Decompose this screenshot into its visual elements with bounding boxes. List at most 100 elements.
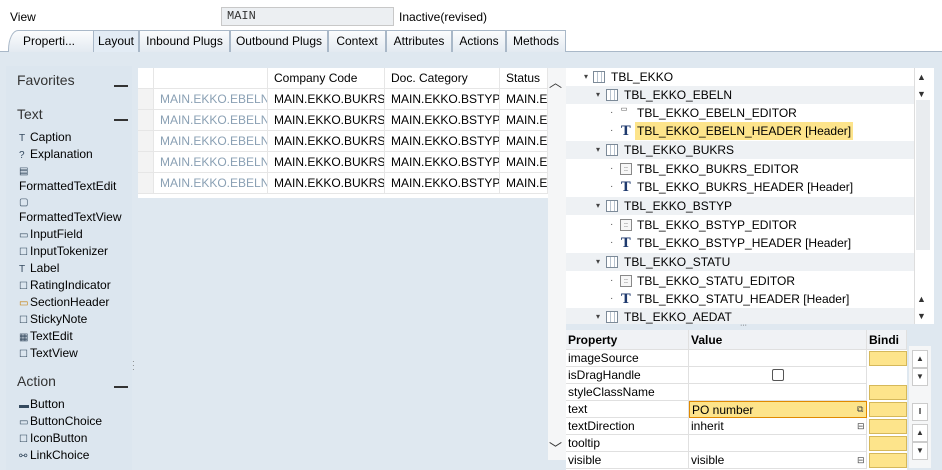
expand-toggle-icon[interactable]: ▾ xyxy=(596,201,601,210)
splitter-handle-icon[interactable]: ··· xyxy=(740,322,747,329)
tree-node-tbl-ekko-statu-editor[interactable]: · :: TBL_EKKO_STATU_EDITOR xyxy=(610,274,796,288)
expand-toggle-icon[interactable]: ▾ xyxy=(584,72,589,81)
property-value-styleclassname[interactable] xyxy=(689,384,867,401)
tree-node-tbl-ekko-ebeln-editor[interactable]: · ▭ TBL_EKKO_EBELN_EDITOR xyxy=(610,106,797,120)
row-selector[interactable] xyxy=(138,131,154,152)
palette-item-formattedtextedit-label[interactable]: FormattedTextEdit xyxy=(19,179,117,193)
tree-node-tbl-ekko-bstyp-header[interactable]: · T TBL_EKKO_BSTYP_HEADER [Header] xyxy=(610,236,852,251)
binding-button[interactable] xyxy=(869,436,907,451)
tab-outbound-plugs[interactable]: Outbound Plugs xyxy=(230,30,328,52)
expand-toggle-icon[interactable]: ▾ xyxy=(596,90,601,99)
palette-item-formattedtextview-label[interactable]: FormattedTextView xyxy=(19,210,122,224)
tree-node-tbl-ekko-statu[interactable]: ▾ TBL_EKKO_STATU xyxy=(566,253,914,271)
table-cell[interactable]: MAIN.EKKO.EBELN xyxy=(154,89,268,110)
table-cell[interactable]: MAIN.EKKO.BSTYP xyxy=(385,152,500,173)
table-cell[interactable]: MAIN.EKKO.EBELN xyxy=(154,131,268,152)
table-cell[interactable]: MAIN.EKKO.EBELN xyxy=(154,110,268,131)
tree-node-tbl-ekko-bukrs-editor[interactable]: · :: TBL_EKKO_BUKRS_EDITOR xyxy=(610,162,799,176)
binding-button[interactable] xyxy=(869,385,907,400)
scroll-down-icon[interactable]: ▼ xyxy=(912,442,928,460)
scroll-up-icon[interactable]: ▲ xyxy=(917,294,926,304)
column-header-ebeln[interactable] xyxy=(154,68,268,89)
table-cell[interactable]: MAIN.EKKO.BUKRS xyxy=(268,110,385,131)
row-selector[interactable] xyxy=(138,89,154,110)
palette-item-iconbutton[interactable]: ☐IconButton xyxy=(19,431,88,445)
table-cell[interactable]: MAIN.EKKO.BSTYP xyxy=(385,89,500,110)
table-cell[interactable]: MAIN.EKKO.STATU xyxy=(500,110,548,131)
collapse-favorites-icon[interactable] xyxy=(114,85,128,87)
palette-item-inputfield[interactable]: ▭InputField xyxy=(19,227,83,241)
palette-item-textview[interactable]: ☐TextView xyxy=(19,346,78,360)
palette-item-explanation[interactable]: ?Explanation xyxy=(19,147,93,161)
property-column-header[interactable]: Property xyxy=(566,330,689,350)
binding-button[interactable] xyxy=(869,453,907,468)
column-header-status[interactable]: Status xyxy=(500,68,548,89)
property-value-visible[interactable]: visible xyxy=(689,452,867,469)
scroll-down-icon[interactable]: ﹀ xyxy=(549,441,563,456)
table-cell[interactable]: MAIN.EKKO.STATU xyxy=(500,131,548,152)
tree-node-tbl-ekko-ebeln-header[interactable]: · T TBL_EKKO_EBELN_HEADER [Header] xyxy=(610,122,854,140)
scroll-down-icon[interactable]: ▼ xyxy=(917,311,926,321)
palette-section-text[interactable]: Text xyxy=(17,106,43,122)
palette-item-formattedtextedit[interactable]: ▤ xyxy=(19,163,30,177)
scroll-up-icon[interactable]: ︿ xyxy=(549,75,563,90)
palette-section-action[interactable]: Action xyxy=(17,373,56,389)
property-value-text-input[interactable]: PO number xyxy=(689,401,867,418)
tree-node-tbl-ekko[interactable]: ▾ TBL_EKKO xyxy=(584,70,674,84)
table-cell[interactable]: MAIN.EKKO.STATU xyxy=(500,89,548,110)
binding-button[interactable] xyxy=(869,351,907,366)
expand-toggle-icon[interactable]: ▾ xyxy=(596,257,601,266)
tree-node-tbl-ekko-aedat[interactable]: ▾ TBL_EKKO_AEDAT xyxy=(566,308,914,324)
tab-context[interactable]: Context xyxy=(328,30,386,52)
palette-item-buttonchoice[interactable]: ▭ButtonChoice xyxy=(19,414,103,428)
table-cell[interactable]: MAIN.EKKO.BSTYP xyxy=(385,131,500,152)
table-cell[interactable]: MAIN.EKKO.BUKRS xyxy=(268,152,385,173)
tree-node-tbl-ekko-bukrs-header[interactable]: · T TBL_EKKO_BUKRS_HEADER [Header] xyxy=(610,180,854,195)
edit-value-icon[interactable]: ⧉ xyxy=(857,404,864,414)
scroll-down-icon[interactable]: ▼ xyxy=(912,368,928,386)
value-help-icon[interactable]: ⊟ xyxy=(857,455,865,465)
expand-toggle-icon[interactable]: ▾ xyxy=(596,145,601,154)
scroll-down-icon[interactable]: ▼ xyxy=(917,89,926,99)
binding-column-header[interactable]: Bindi xyxy=(867,330,907,350)
scroll-up-icon[interactable]: ▲ xyxy=(912,350,928,368)
expand-toggle-icon[interactable]: ▾ xyxy=(596,312,601,321)
tree-node-tbl-ekko-ebeln[interactable]: ▾ TBL_EKKO_EBELN xyxy=(566,86,914,104)
palette-splitter-handle[interactable]: ··· xyxy=(132,357,135,374)
tree-node-tbl-ekko-bstyp-editor[interactable]: · :: TBL_EKKO_BSTYP_EDITOR xyxy=(610,218,797,232)
table-cell[interactable]: MAIN.EKKO.BSTYP xyxy=(385,110,500,131)
tab-attributes[interactable]: Attributes xyxy=(386,30,452,52)
scroll-up-icon[interactable]: ▲ xyxy=(912,424,928,442)
palette-item-linkchoice[interactable]: ⚯LinkChoice xyxy=(19,448,90,462)
column-header-doc-category[interactable]: Doc. Category xyxy=(385,68,500,89)
tab-layout[interactable]: Layout xyxy=(93,30,139,52)
palette-item-sectionheader[interactable]: ▭SectionHeader xyxy=(19,295,110,309)
column-header-company-code[interactable]: Company Code xyxy=(268,68,385,89)
table-cell[interactable]: MAIN.EKKO.STATU xyxy=(500,173,548,194)
scroll-page-icon[interactable]: ‖ xyxy=(912,403,928,421)
table-cell[interactable]: MAIN.EKKO.BUKRS xyxy=(268,89,385,110)
row-selector[interactable] xyxy=(138,152,154,173)
tree-node-tbl-ekko-bukrs[interactable]: ▾ TBL_EKKO_BUKRS xyxy=(566,141,914,159)
palette-item-textedit[interactable]: ▦TextEdit xyxy=(19,329,73,343)
collapse-action-icon[interactable] xyxy=(114,386,128,388)
table-cell[interactable]: MAIN.EKKO.BUKRS xyxy=(268,173,385,194)
row-selector[interactable] xyxy=(138,173,154,194)
table-cell[interactable]: MAIN.EKKO.STATU xyxy=(500,152,548,173)
property-value-tooltip[interactable] xyxy=(689,435,867,452)
palette-item-ratingindicator[interactable]: ☐RatingIndicator xyxy=(19,278,111,292)
tab-properties[interactable]: Properti... xyxy=(8,30,94,52)
table-cell[interactable]: MAIN.EKKO.BSTYP xyxy=(385,173,500,194)
value-column-header[interactable]: Value xyxy=(689,330,867,350)
isdraghandle-checkbox[interactable] xyxy=(772,369,784,381)
property-value-textdirection[interactable]: inherit xyxy=(689,418,867,435)
palette-item-button[interactable]: ▬Button xyxy=(19,397,65,411)
row-selector[interactable] xyxy=(138,110,154,131)
tab-inbound-plugs[interactable]: Inbound Plugs xyxy=(139,30,230,52)
layout-scrollbar[interactable] xyxy=(548,68,566,460)
palette-item-stickynote[interactable]: ☐StickyNote xyxy=(19,312,88,326)
table-cell[interactable]: MAIN.EKKO.BUKRS xyxy=(268,131,385,152)
tab-methods[interactable]: Methods xyxy=(506,30,566,52)
